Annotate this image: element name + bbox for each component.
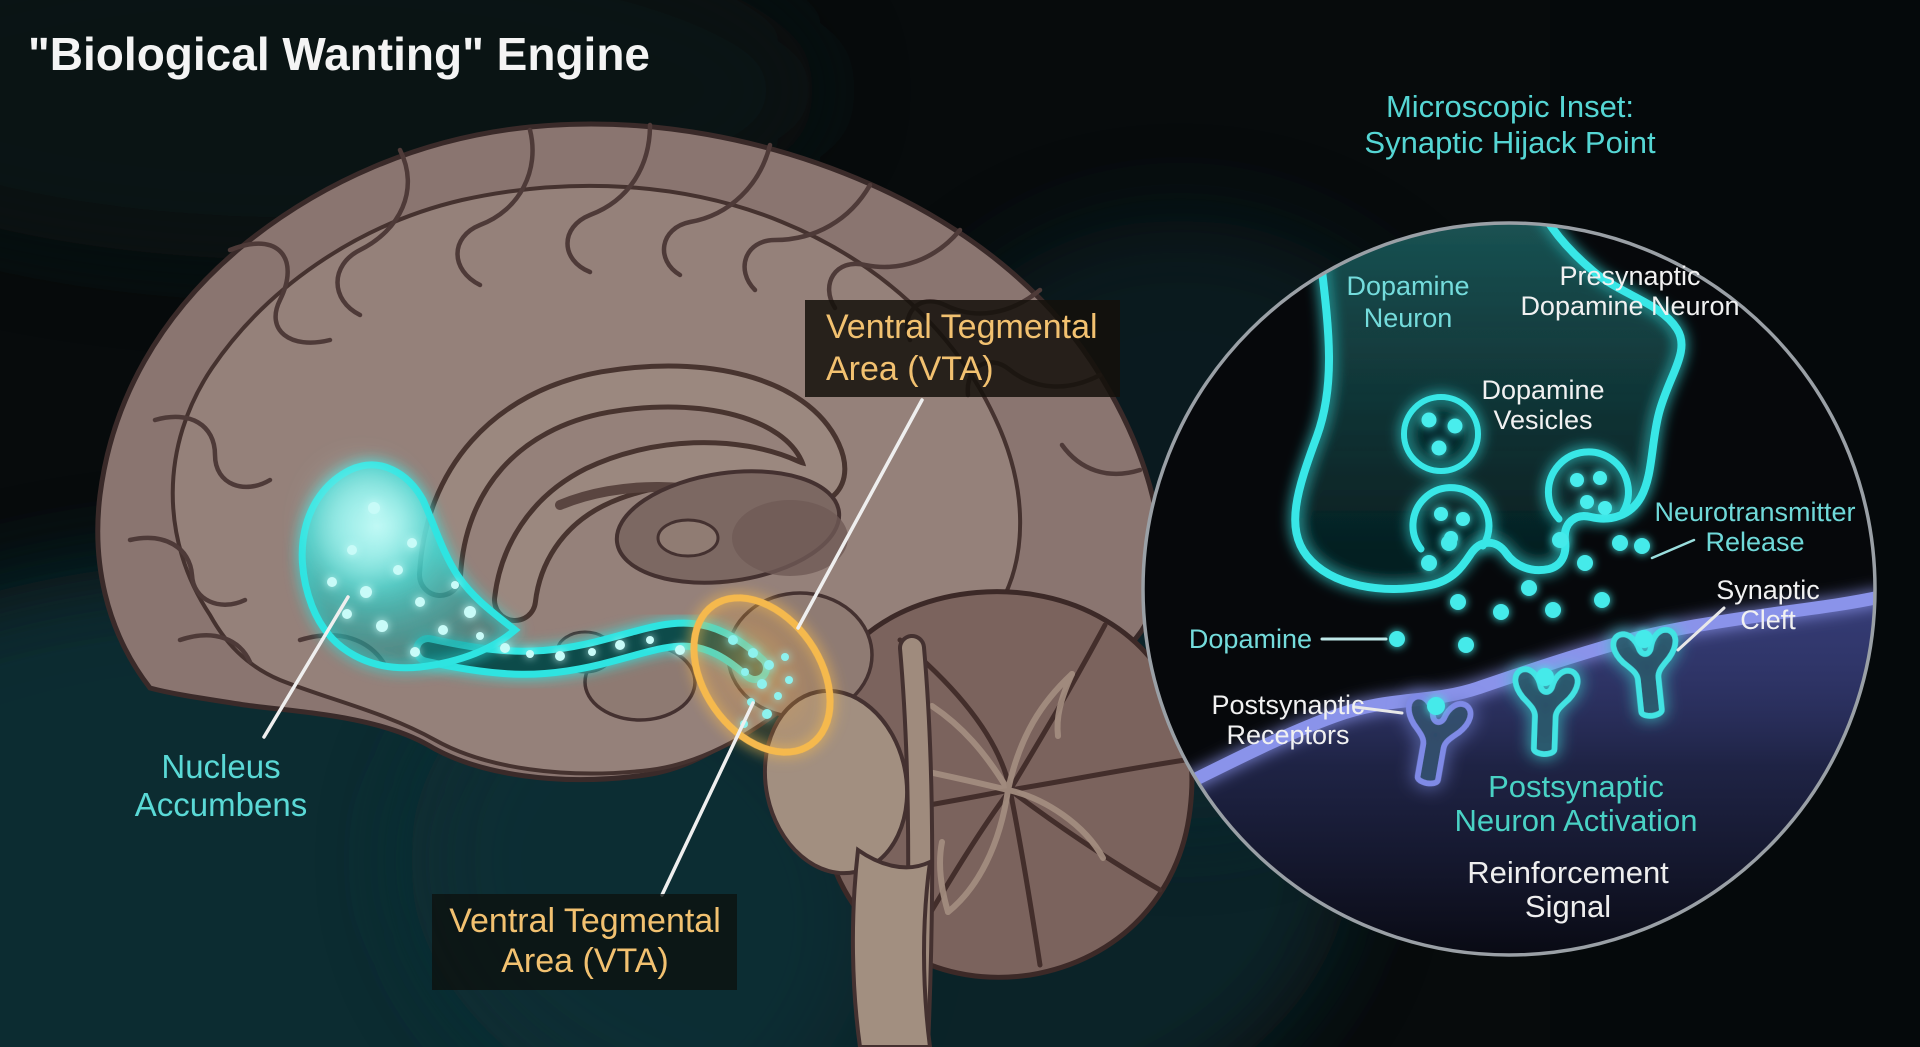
- dopamine-label: Dopamine: [1189, 624, 1312, 654]
- synaptic-inset: Microscopic Inset: Synaptic Hijack Point: [1141, 89, 1877, 957]
- page-title: "Biological Wanting" Engine: [28, 28, 650, 80]
- vta-bottom-pointer-line: [660, 701, 755, 897]
- vta-top-label-line2: Area (VTA): [826, 350, 994, 388]
- inset-labels: Dopamine Neuron Presynaptic Dopamine Neu…: [1189, 261, 1856, 924]
- inset-title-line2: Synaptic Hijack Point: [1364, 125, 1656, 160]
- vta-top-label-line1: Ventral Tegmental: [826, 308, 1098, 346]
- inset-title-line1: Microscopic Inset:: [1386, 89, 1634, 124]
- activation-label-line2: Neuron Activation: [1455, 803, 1698, 838]
- reinforcement-label-line2: Signal: [1525, 889, 1611, 924]
- vta-top-pointer-line: [796, 398, 924, 630]
- dopamine-vesicles-label-line2: Vesicles: [1493, 405, 1592, 435]
- nucleus-accumbens-label-line2: Accumbens: [135, 786, 307, 823]
- receptors-label-line2: Receptors: [1226, 720, 1349, 750]
- neurotransmitter-pointer: [1650, 538, 1696, 560]
- dopamine-neuron-label-line1: Dopamine: [1346, 271, 1469, 301]
- vta-glow-fill: [693, 597, 831, 753]
- receptor-bound-dopamine: [1427, 630, 1653, 715]
- presynaptic-neuron-label-line2: Dopamine Neuron: [1520, 291, 1739, 321]
- vta-top-label-box: [805, 300, 1120, 397]
- receptors-label-line1: Postsynaptic: [1211, 690, 1364, 720]
- activation-label-line1: Postsynaptic: [1488, 769, 1664, 804]
- nac-bright-glow: [316, 469, 408, 581]
- medulla: [850, 846, 933, 1047]
- postsynaptic-neuron-fill: [1150, 597, 1875, 955]
- pathway-dopamine-dots: [327, 502, 685, 661]
- vta-outline: [690, 594, 834, 756]
- inset-ring: [1141, 221, 1877, 957]
- vta-bottom-label-line2: Area (VTA): [501, 942, 669, 980]
- synaptic-cleft-label-line2: Cleft: [1740, 605, 1796, 635]
- vta-bottom-label-box: [432, 894, 737, 990]
- releasing-vesicles: [1409, 448, 1632, 553]
- synaptic-cleft-pointer: [1676, 606, 1726, 652]
- nucleus-accumbens-label-line1: Nucleus: [161, 748, 280, 785]
- reinforcement-label-line1: Reinforcement: [1467, 855, 1669, 890]
- receptors-label-dash: [1353, 705, 1404, 715]
- interthalamic-adhesion: [656, 518, 720, 558]
- dopamine-neuron-label-line2: Neuron: [1364, 303, 1453, 333]
- cerebellum-arbor-vitae: [877, 671, 1106, 915]
- vesicle-large-dots: [1421, 412, 1463, 456]
- cleft-dopamine-dots: [1389, 532, 1650, 653]
- dopamine-vesicle-large: [1401, 394, 1481, 474]
- neurotransmitter-label-line2: Release: [1705, 527, 1804, 557]
- vta-bottom-label-line1: Ventral Tegmental: [449, 902, 721, 940]
- main-annotations: "Biological Wanting" Engine Ventral Tegm…: [28, 28, 1120, 990]
- thalamus-shade: [732, 500, 848, 576]
- pointer-lines: [262, 398, 924, 897]
- nac-pointer-line: [262, 595, 350, 739]
- synaptic-cleft-label-line1: Synaptic: [1716, 575, 1820, 605]
- neurotransmitter-label-line1: Neurotransmitter: [1654, 497, 1855, 527]
- inset-content: [1143, 223, 1875, 955]
- dopamine-vesicles-label-line1: Dopamine: [1481, 375, 1604, 405]
- presynaptic-terminal: [1291, 223, 1686, 593]
- presynaptic-neuron-label-line1: Presynaptic: [1559, 261, 1700, 291]
